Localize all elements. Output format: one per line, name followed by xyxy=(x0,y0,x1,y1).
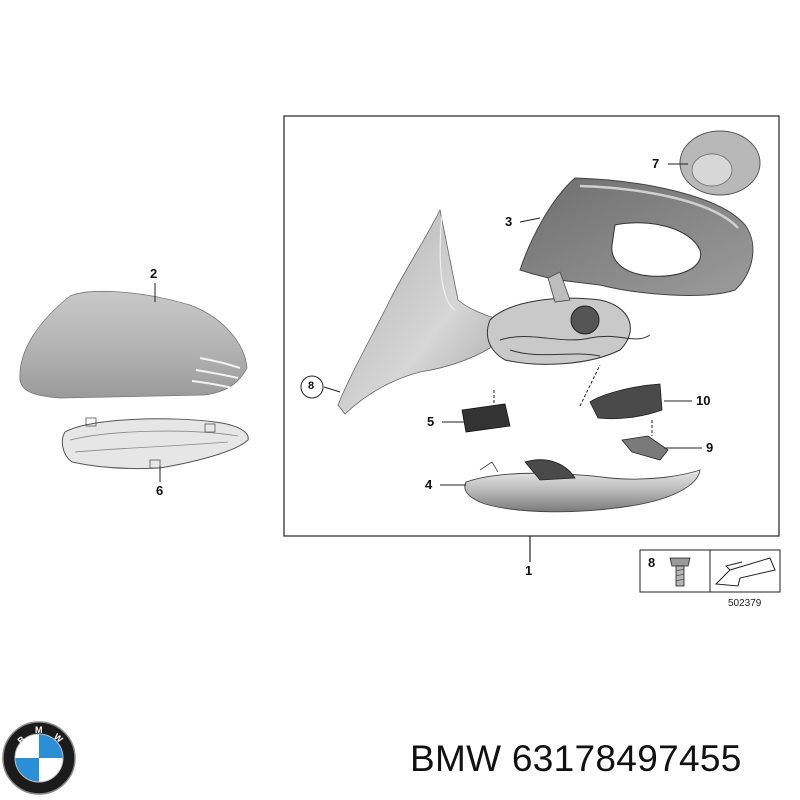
callout-2: 2 xyxy=(150,266,158,281)
caption-part-number: 63178497455 xyxy=(511,738,742,779)
reference-number: 502379 xyxy=(728,598,762,609)
callout-10: 10 xyxy=(696,393,711,408)
turn-signal-part-6 xyxy=(61,417,249,470)
callout-8: 8 xyxy=(308,380,315,392)
reference-arrow-icon xyxy=(714,557,776,587)
callout-4: 4 xyxy=(425,477,433,492)
bmw-logo xyxy=(2,721,76,795)
callout-7: 7 xyxy=(652,156,660,171)
legend-callout-8: 8 xyxy=(648,555,656,570)
callout-6: 6 xyxy=(156,483,164,498)
mirror-base xyxy=(337,208,501,415)
leader-line-3 xyxy=(519,217,541,223)
callout-3: 3 xyxy=(505,214,513,229)
caption-brand: BMW xyxy=(410,738,502,779)
mirror-cap-part-2 xyxy=(19,291,248,399)
screw-icon xyxy=(669,557,691,587)
callout-8-circle xyxy=(300,375,324,399)
logo-letter-m: M xyxy=(35,725,43,735)
assembly-frame xyxy=(283,115,780,537)
legend-screw-box xyxy=(639,549,711,593)
trim-strip-part-4 xyxy=(464,459,701,513)
holder-part-9 xyxy=(621,420,669,461)
bracket-part-5 xyxy=(461,390,511,433)
motor-wiring xyxy=(486,271,651,365)
callout-9: 9 xyxy=(706,440,714,455)
module-part-10 xyxy=(579,364,663,420)
mirror-housing-part-3 xyxy=(519,177,754,296)
mirror-glass-part-7 xyxy=(679,130,761,196)
leader-line-8 xyxy=(323,386,341,393)
callout-5: 5 xyxy=(427,414,435,429)
part-caption: BMW 63178497455 xyxy=(410,738,742,780)
callout-1: 1 xyxy=(525,563,533,578)
